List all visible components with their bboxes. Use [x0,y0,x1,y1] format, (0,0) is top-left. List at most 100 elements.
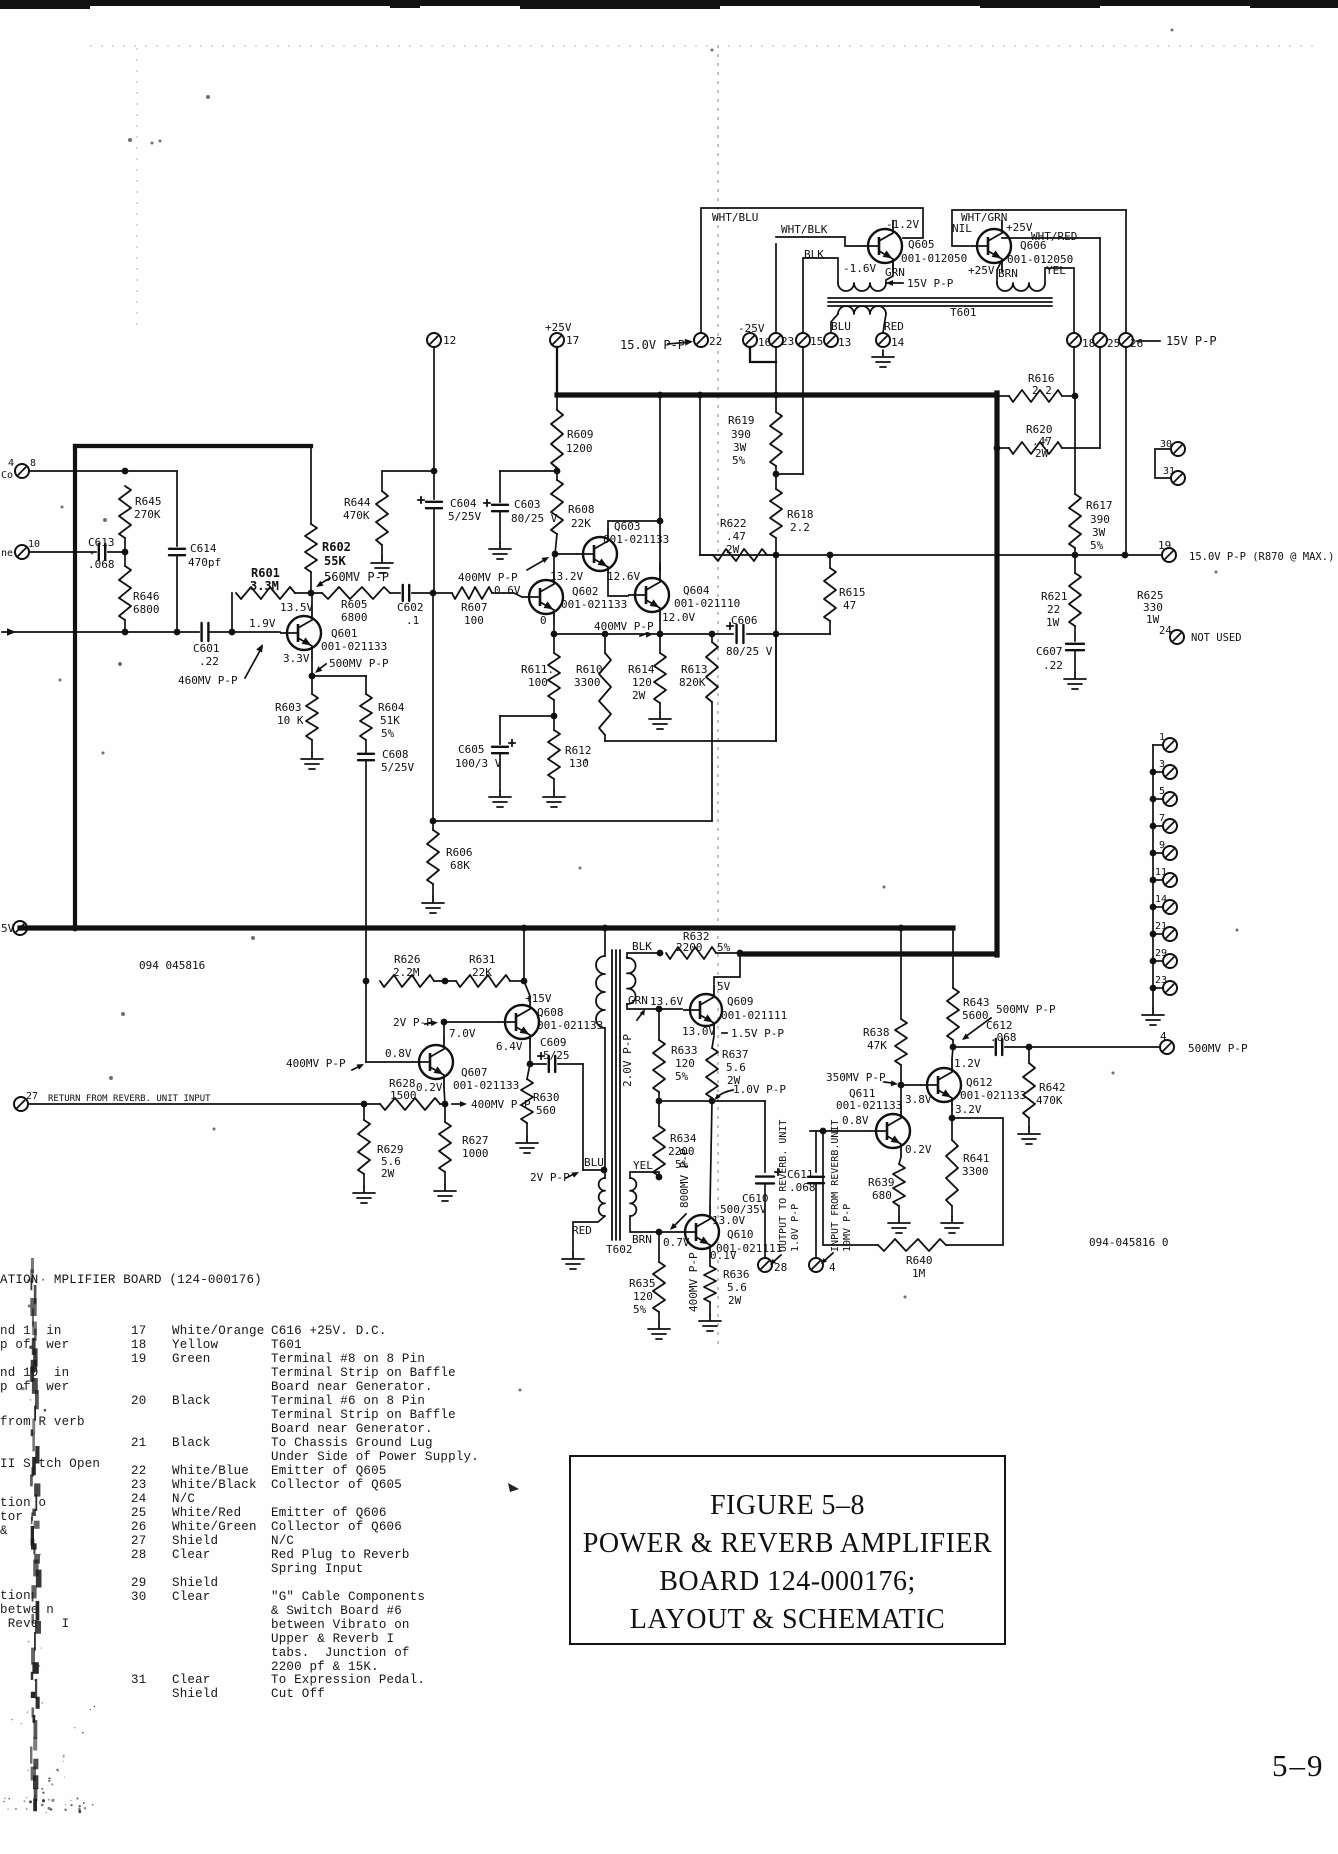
wires-w5 [17,390,1000,958]
junction-dot [520,924,528,932]
label: C604 [450,497,477,510]
capacitor-C605 [490,745,510,755]
resistor-R646 [118,565,132,621]
figure-title-line: FIGURE 5–8 [709,1490,866,1521]
capacitor-C606 [735,623,745,645]
wire [822,1130,879,1246]
label: 350MV P-P [826,1071,886,1084]
capacitor-C602 [401,583,411,603]
wire [572,1214,607,1253]
label: C606 [731,614,758,627]
label: 2W [727,1074,741,1087]
label: C602 [397,601,424,614]
label: GRN [628,994,648,1007]
label: R610 [576,663,603,676]
label: 094-045816 0 [1089,1236,1168,1249]
resistor-R620 [1008,441,1063,455]
wire-row-color: Clear [172,1590,211,1604]
resistor-R622 [712,548,768,562]
label: INPUT FROM REVERB.UNIT [830,1120,841,1252]
label: R631 [469,953,496,966]
label: R642 [1039,1081,1066,1094]
junction-dot [601,630,609,638]
label: C610 [742,1192,769,1205]
label: 10MV P-P [842,1204,853,1252]
label: 31 [1163,466,1175,477]
wire-row-color: N/C [172,1492,196,1506]
label: BRN [998,267,1018,280]
label: C612 [986,1019,1013,1032]
resistor-R644 [375,490,389,546]
label: 6800 [133,603,160,616]
junction-dot [1149,876,1157,884]
terminal-lad-9 [1162,845,1178,861]
junction-dot [553,467,561,475]
terminal-12 [426,332,442,348]
plus-C605 [507,738,517,748]
ground-R612 [542,789,566,808]
terminal-10 [14,544,30,560]
wire-row-color: White/Orange [172,1324,265,1338]
label: 560 [536,1104,556,1117]
ground-R627 [433,1183,457,1202]
arrow-head [962,1033,970,1040]
label: 15.0V P-P [620,338,685,352]
label: +25V [968,264,995,277]
capacitor-C603 [490,503,510,513]
label: 28 [774,1261,787,1274]
transformer-T602-left-top [595,955,606,1029]
terminal-23 [768,332,784,348]
label: R646 [133,590,160,603]
label: Q608 [537,1006,564,1019]
label: R628 [389,1077,416,1090]
label: 5 [1159,786,1165,797]
wire-row-color: Shield [172,1576,219,1590]
terminal-26 [1118,332,1134,348]
resistor-R645 [118,485,132,539]
junction-dot [600,1166,608,1174]
wire-row-color: Black [172,1394,211,1408]
label: C607 [1036,645,1063,658]
label: 100/3 V [455,757,502,770]
transistor-Q608 [498,996,541,1048]
resistor-R634 [652,1125,666,1177]
schematic-labels: 12 17 +25V 22 16 23 15 13 14 18 25 26 -2… [1,211,1334,1316]
label: 400MV P-P [471,1098,531,1111]
junction-dot [71,924,79,932]
label: 10 [28,539,40,550]
label: R626 [394,953,421,966]
junction-dot [736,949,744,957]
junction-dot [1149,795,1157,803]
resistor-R612 [547,729,561,780]
junction-dot [772,551,780,559]
table-left-fragment: tion o tor & [0,1496,47,1538]
label: 5.6 [381,1155,401,1168]
wire-row-number: 21 [131,1436,147,1450]
label: -25V [738,322,765,335]
components [97,282,1165,1340]
label: R638 [863,1026,890,1039]
wire [883,1081,893,1084]
junction-dot [655,1228,663,1236]
label: 001-012050 [1007,253,1073,266]
label: .068 [990,1031,1017,1044]
label: 12.0V [662,611,695,624]
wire-row-number: 28 [131,1548,147,1562]
resistor-R605 [321,586,391,600]
label: 2V P-P [393,1016,433,1029]
label: 68K [450,859,470,872]
transistor-Q606 [970,220,1013,272]
label: R602 [322,540,351,554]
junction-dot [1149,822,1157,830]
label: 1W [1046,616,1060,629]
ground-14 [871,349,895,368]
resistor-R611 [547,652,561,701]
label: R627 [462,1134,489,1147]
wire-row-destination: To Expression Pedal. Cut Off [271,1673,426,1701]
wire [626,1003,683,1010]
label: 001-021133 [453,1079,519,1092]
label: 400MV P-P [594,620,654,633]
label: 5600 [962,1009,989,1022]
label: 470pf [188,556,221,569]
label: 13.6V [650,995,683,1008]
